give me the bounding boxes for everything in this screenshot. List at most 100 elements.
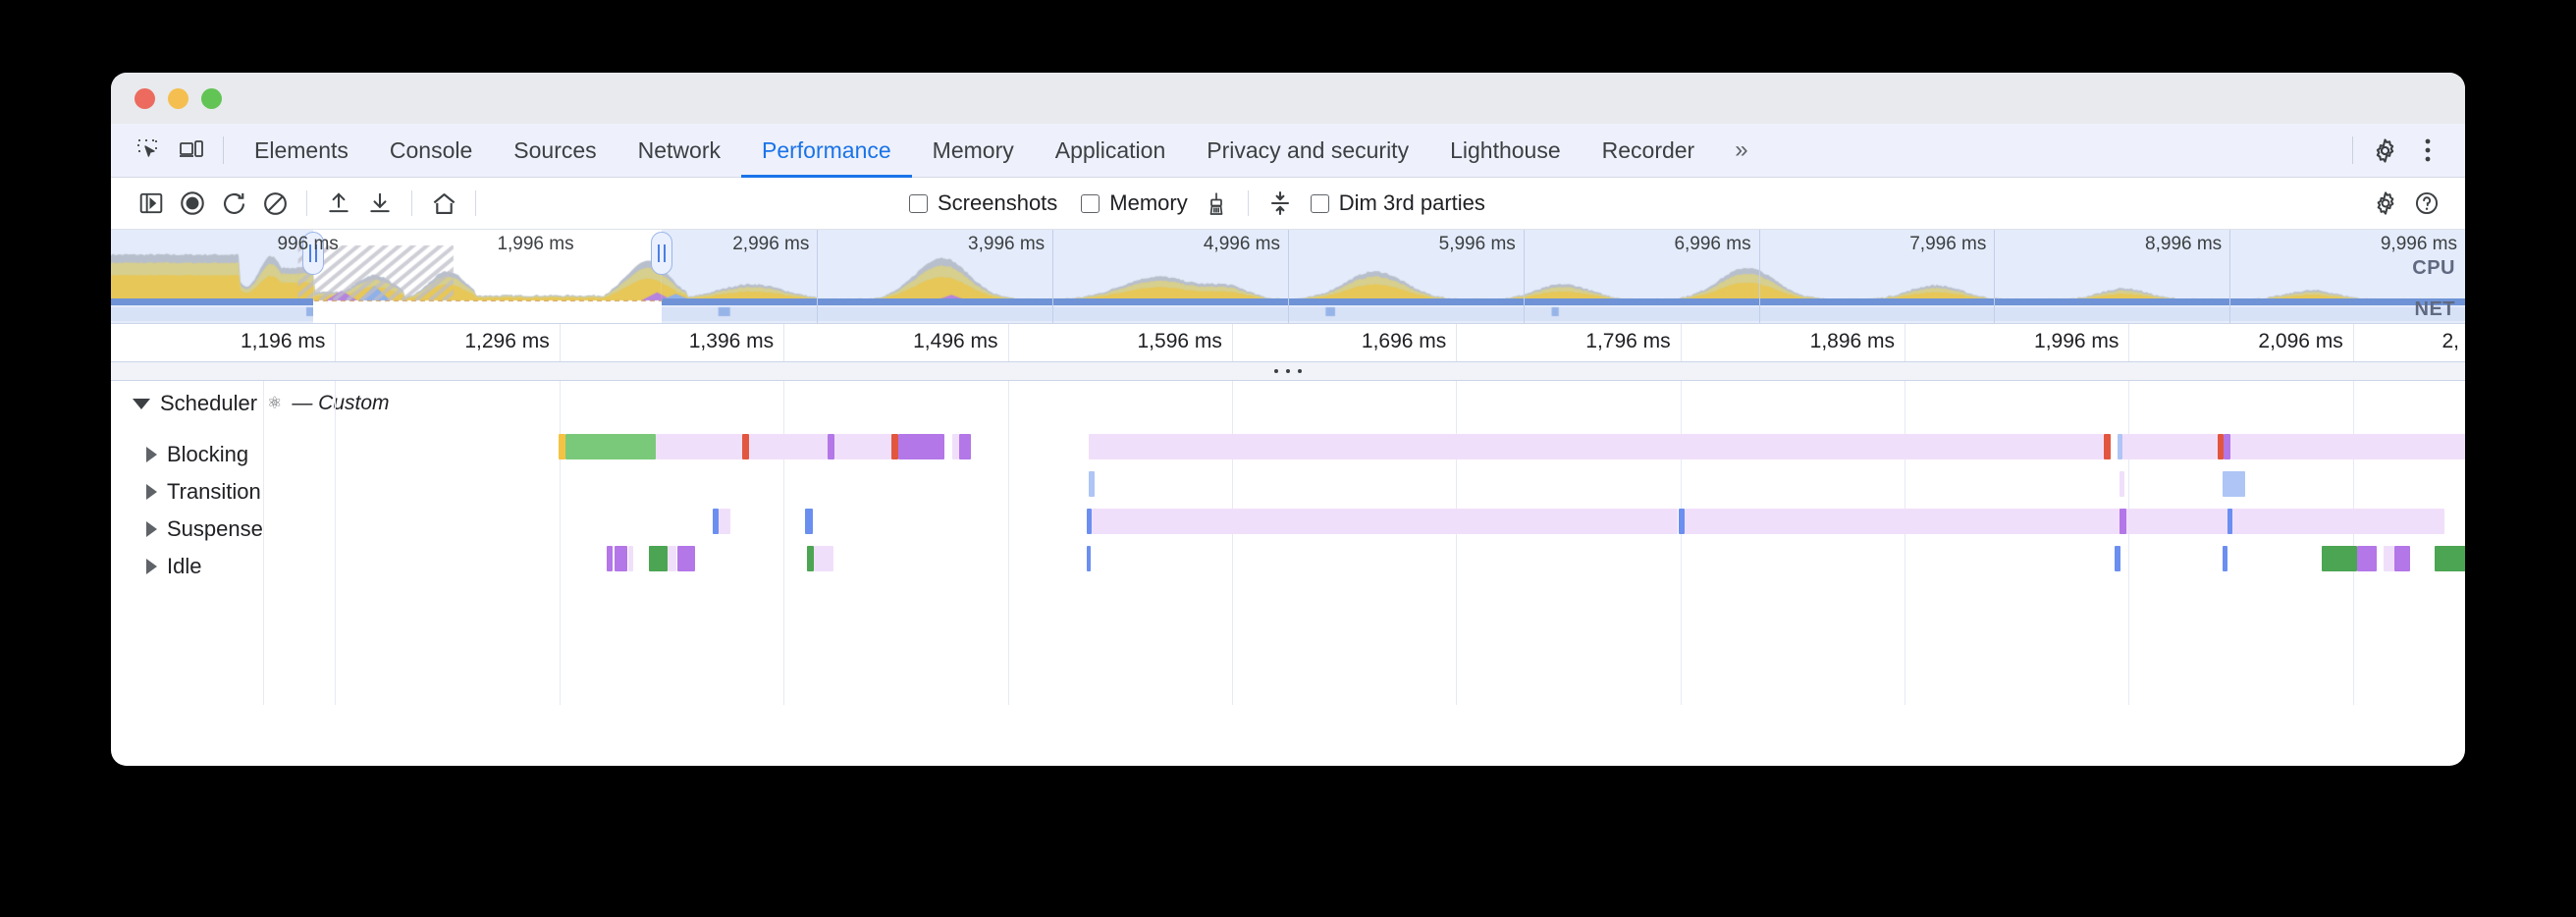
tab-elements[interactable]: Elements xyxy=(254,136,349,163)
track-row-idle[interactable]: Idle xyxy=(146,554,201,579)
more-options-icon[interactable] xyxy=(2408,131,2447,170)
flame-bar[interactable] xyxy=(2223,546,2227,571)
tab-network[interactable]: Network xyxy=(637,136,721,163)
tab-right-divider xyxy=(2352,136,2353,164)
selection-left-handle[interactable] xyxy=(302,232,325,275)
flame-bar[interactable] xyxy=(614,546,628,571)
flame-bar[interactable] xyxy=(2117,434,2123,459)
inspect-element-icon[interactable] xyxy=(129,131,168,170)
flame-bar[interactable] xyxy=(667,546,676,571)
chevron-down-icon[interactable] xyxy=(133,398,150,409)
flame-bar[interactable] xyxy=(958,434,972,459)
settings-gear-icon[interactable] xyxy=(2365,131,2404,170)
flame-bar[interactable] xyxy=(1086,546,1092,571)
flame-bar[interactable] xyxy=(834,434,892,459)
flame-bar[interactable] xyxy=(2394,546,2410,571)
toggle-sidebar-button[interactable] xyxy=(131,183,172,224)
tab-performance[interactable]: Performance xyxy=(741,124,912,178)
more-tabs-icon[interactable]: » xyxy=(1735,136,1747,163)
upload-profile-button[interactable] xyxy=(318,183,359,224)
track-row-blocking[interactable]: Blocking xyxy=(146,442,248,467)
clear-recording-button[interactable] xyxy=(254,183,295,224)
flame-bar[interactable] xyxy=(952,434,959,459)
flame-bar[interactable] xyxy=(741,434,749,459)
tab-application[interactable]: Application xyxy=(1054,136,1166,163)
screenshots-checkbox[interactable]: Screenshots xyxy=(909,190,1057,216)
flame-bar[interactable] xyxy=(807,546,814,571)
tab-privacy-and-security[interactable]: Privacy and security xyxy=(1207,136,1410,163)
flame-bar[interactable] xyxy=(1684,509,2444,534)
reload-and-record-button[interactable] xyxy=(213,183,254,224)
flame-bar[interactable] xyxy=(2322,546,2358,571)
flame-bar[interactable] xyxy=(2384,546,2395,571)
flame-bar[interactable] xyxy=(813,546,833,571)
flame-bar[interactable] xyxy=(656,434,742,459)
flame-bar[interactable] xyxy=(719,509,730,534)
flame-bar[interactable] xyxy=(2104,434,2111,459)
tab-sources[interactable]: Sources xyxy=(513,136,597,163)
track-row-transition[interactable]: Transition xyxy=(146,479,261,505)
flame-bar[interactable] xyxy=(828,434,835,459)
flame-bar[interactable] xyxy=(2119,471,2124,497)
flame-bar[interactable] xyxy=(676,546,695,571)
flame-bar[interactable] xyxy=(606,546,613,571)
collapse-tracks-icon[interactable] xyxy=(1260,183,1301,224)
flame-bar[interactable] xyxy=(1089,471,1095,497)
tab-recorder[interactable]: Recorder xyxy=(1601,136,1695,163)
chevron-right-icon[interactable] xyxy=(146,447,157,462)
help-icon[interactable] xyxy=(2406,183,2447,224)
record-button[interactable] xyxy=(172,183,213,224)
download-profile-button[interactable] xyxy=(359,183,401,224)
flame-bar[interactable] xyxy=(2115,546,2120,571)
collect-garbage-icon[interactable] xyxy=(1196,183,1237,224)
flame-bar[interactable] xyxy=(558,434,566,459)
device-toolbar-icon[interactable] xyxy=(172,131,211,170)
flame-bar[interactable] xyxy=(565,434,657,459)
flame-bar[interactable] xyxy=(2227,509,2233,534)
chevron-right-icon[interactable] xyxy=(146,521,157,537)
flame-bar[interactable] xyxy=(748,434,829,459)
memory-checkbox[interactable]: Memory xyxy=(1081,190,1188,216)
maximize-window-button[interactable] xyxy=(201,87,222,109)
flame-bar[interactable] xyxy=(898,434,945,459)
chevron-right-icon[interactable] xyxy=(146,484,157,500)
flame-bar[interactable] xyxy=(1089,434,2105,459)
flame-bar[interactable] xyxy=(1092,509,1679,534)
flame-bar[interactable] xyxy=(2224,434,2231,459)
flame-bar[interactable] xyxy=(2119,509,2126,534)
flame-bar[interactable] xyxy=(1679,509,1685,534)
flame-bar[interactable] xyxy=(2122,434,2218,459)
dim-3rd-parties-checkbox[interactable]: Dim 3rd parties xyxy=(1310,190,1485,216)
flame-bar[interactable] xyxy=(2223,471,2245,497)
panel-resize-handle[interactable] xyxy=(111,361,2465,381)
flame-bar[interactable] xyxy=(804,509,813,534)
flame-bar[interactable] xyxy=(628,546,633,571)
flame-bar[interactable] xyxy=(2217,434,2225,459)
flame-bar[interactable] xyxy=(2230,434,2465,459)
tab-console[interactable]: Console xyxy=(389,136,473,163)
tab-lighthouse[interactable]: Lighthouse xyxy=(1450,136,1561,163)
tab-memory[interactable]: Memory xyxy=(932,136,1014,163)
selection-right-handle[interactable] xyxy=(651,232,673,275)
dim-3rd-parties-checkbox-box[interactable] xyxy=(1310,193,1329,213)
track-row-suspense[interactable]: Suspense xyxy=(146,516,263,542)
minimize-window-button[interactable] xyxy=(168,87,188,109)
flame-chart[interactable]: Scheduler ⚛ — Custom Blocking Transition… xyxy=(111,381,2465,705)
flame-gridline xyxy=(1007,381,1009,705)
flame-bar[interactable] xyxy=(648,546,668,571)
close-window-button[interactable] xyxy=(134,87,155,109)
track-group-scheduler[interactable]: Scheduler ⚛ — Custom xyxy=(133,391,390,416)
home-button[interactable] xyxy=(423,183,464,224)
flame-bar[interactable] xyxy=(2434,546,2465,571)
chevron-right-icon[interactable] xyxy=(146,559,157,574)
memory-checkbox-box[interactable] xyxy=(1081,193,1100,213)
flame-bar[interactable] xyxy=(712,509,720,534)
flame-bar[interactable] xyxy=(1086,509,1093,534)
flame-bar[interactable] xyxy=(2357,546,2378,571)
screenshots-checkbox-box[interactable] xyxy=(909,193,928,213)
flame-bar[interactable] xyxy=(891,434,899,459)
capture-settings-gear-icon[interactable] xyxy=(2365,183,2406,224)
flame-gridline xyxy=(783,381,785,705)
